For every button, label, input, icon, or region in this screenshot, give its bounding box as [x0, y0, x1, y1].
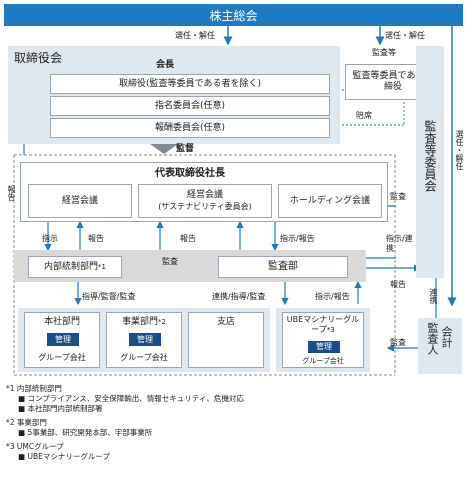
audit-department: 監査部	[218, 256, 348, 278]
chair-label: 会長	[156, 60, 175, 70]
group-ube-mark: *3	[326, 326, 335, 334]
footnote-item-text: 本社部門内部統制部署	[27, 404, 103, 413]
footnotes: *1 内部統制部門 ■ コンプライアンス、安全保障輸出、情報セキュリティ、危機対…	[6, 384, 306, 462]
attend-label: 陪席	[356, 111, 372, 120]
footnote-item-text: コンプライアンス、安全保障輸出、情報セキュリティ、危機対応	[27, 394, 244, 403]
group-branch: 支店	[188, 312, 264, 368]
meeting-holding: ホールディング会議	[278, 184, 382, 218]
footnote-item-text: 5事業部、研究開発本部、宇部事業所	[27, 428, 153, 437]
group-ube-title: UBEマシナリーグループ*3	[285, 315, 361, 335]
footnote-mark: *2	[6, 418, 15, 427]
audit-committee-panel	[416, 46, 444, 278]
accounting-auditor	[418, 318, 462, 374]
audit-committee-label: 監査等委員会	[423, 120, 437, 192]
meeting-sustainability-sub: (サステナビリティ委員会)	[158, 202, 252, 211]
group-business-title-text: 事業部門	[122, 317, 159, 327]
group-head-office-title: 本社部門	[43, 317, 80, 327]
supervise-arrow	[150, 144, 178, 154]
group-business: 事業部門*2 管理 グループ会社	[106, 312, 182, 368]
footnote-1-item: ■ コンプライアンス、安全保障輸出、情報セキュリティ、危機対応	[18, 394, 244, 403]
instruct-report-label-2: 指示/報告	[315, 292, 350, 301]
footnote-mark: *3	[6, 442, 15, 451]
board-row-remuneration: 報酬委員会(任意)	[50, 118, 330, 138]
group-head-office: 本社部門 管理 グループ会社	[24, 312, 100, 368]
manage-badge: 管理	[308, 341, 340, 353]
group-business-mark: *2	[158, 318, 166, 326]
coord-label: 連携	[429, 288, 438, 304]
footnote-3-item: ■ UBEマシナリーグループ	[18, 452, 110, 461]
meeting-sustainability: 経営会議 (サステナビリティ委員会)	[138, 184, 272, 218]
internal-control-label: 内部統制部門	[44, 261, 99, 272]
footnote-1: *1 内部統制部門	[6, 384, 306, 394]
manage-badge: 管理	[129, 333, 161, 346]
accounting-auditor-label-1: 会計	[440, 326, 453, 348]
audit-label-2: 監査	[162, 257, 178, 266]
meeting-sustainability-title: 経営会議	[186, 190, 223, 200]
audit-label-3: 監査	[390, 338, 406, 347]
footnote-2-item: ■ 5事業部、研究開発本部、宇部事業所	[18, 428, 153, 437]
audit-member-director-label: 監査等委員である取締役	[352, 71, 434, 92]
report-label-2: 報告	[180, 234, 196, 243]
audit-committee-elect-label: 選任・解任	[455, 130, 464, 170]
meeting-management: 経営会議	[28, 184, 132, 218]
board-row-directors: 取締役(監査等委員である者を除く)	[50, 74, 330, 94]
supervise-label: 監督	[176, 144, 195, 154]
internal-control-dept: 内部統制部門*1	[28, 256, 122, 278]
footnote-1-item: ■ 本社部門内部統制部署	[18, 404, 103, 413]
instruct-report-label: 指示/報告	[280, 234, 315, 243]
report-label-1: 報告	[88, 234, 104, 243]
group-head-office-sub: グループ会社	[38, 353, 86, 362]
group-business-title: 事業部門*2	[107, 317, 181, 328]
elect-dismiss-label-right: 選任・解任	[385, 31, 425, 40]
board-title: 取締役会	[14, 51, 63, 65]
footnote-item-text: UBEマシナリーグループ	[27, 452, 110, 461]
shareholders-meeting: 株主総会	[4, 4, 463, 26]
elect-dismiss-label-left: 選任・解任	[175, 31, 215, 40]
coord-guide-label: 連携/指導/監査	[212, 292, 266, 301]
footnote-title: 事業部門	[16, 418, 47, 427]
accounting-auditor-label-2: 監査人	[426, 322, 439, 355]
president-title: 代表取締役社長	[155, 168, 225, 179]
board-row-nomination: 指名委員会(任意)	[50, 96, 330, 116]
footnote-3: *3 UMCグループ	[6, 442, 306, 452]
internal-control-mark: *1	[98, 262, 106, 271]
footnote-mark: *1	[6, 384, 15, 393]
instruct-label: 指示	[42, 234, 58, 243]
footnote-title: UMCグループ	[16, 442, 64, 451]
instruct-coord-label: 指示/連携	[386, 234, 413, 253]
group-ube-title-text: UBEマシナリーグループ	[286, 315, 360, 334]
footnote-2: *2 事業部門	[6, 418, 306, 428]
audit-etc-label: 監査等	[370, 48, 398, 58]
guide-label: 指導/監督/監査	[82, 292, 136, 301]
report-left-label: 報告	[7, 185, 16, 201]
footnote-title: 内部統制部門	[16, 384, 62, 393]
audit-label-1: 監査	[390, 192, 406, 201]
group-ube-machinery: UBEマシナリーグループ*3 管理 グループ会社	[282, 312, 364, 368]
manage-badge: 管理	[47, 333, 79, 346]
report-label-3: 報告	[390, 280, 406, 289]
group-business-sub: グループ会社	[120, 353, 168, 362]
group-ube-sub: グループ会社	[302, 357, 344, 365]
